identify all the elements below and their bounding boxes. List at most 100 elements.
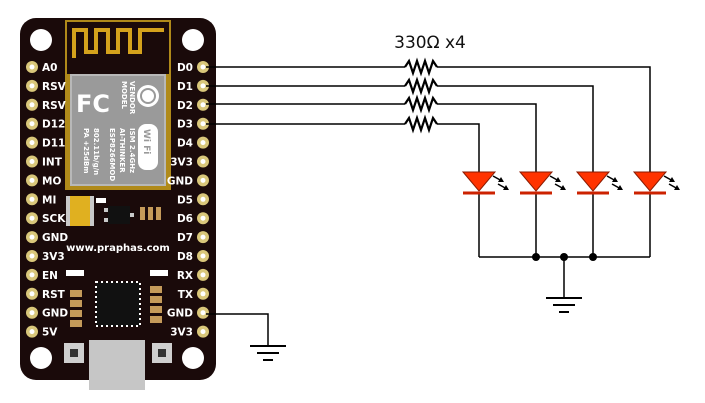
pin-label: 5V [42, 327, 58, 339]
pin-left-mo: MO [26, 174, 61, 187]
fc-logo-icon: FC [76, 90, 110, 118]
esp8266-module: FC MODEL VENDOR ESP8266MOD AI-THINKER IS… [65, 20, 171, 190]
led-icon [518, 171, 566, 195]
pin-label: D4 [177, 138, 193, 150]
ground-icon [250, 345, 286, 361]
wifi-logo-text: Wi Fi [141, 129, 151, 154]
pin-left-sck: SCK [26, 212, 66, 225]
nodemcu-board: FC MODEL VENDOR ESP8266MOD AI-THINKER IS… [20, 18, 216, 390]
resistor-smd-icon [156, 207, 161, 220]
pin-right-d5: D5 [177, 193, 209, 206]
pin-label: GND [42, 308, 68, 320]
module-power-text: PA +25dBm [82, 128, 90, 174]
pin-left-int: INT [26, 155, 63, 169]
led-icon [461, 171, 509, 195]
resistor-icon [404, 114, 438, 134]
pin-right-d7: D7 [177, 231, 209, 244]
resistor-icon [404, 94, 438, 114]
junction-dot [589, 253, 597, 261]
pin-label: D3 [177, 119, 193, 131]
ground-icon [546, 297, 582, 313]
pin-right-3v3: 3V3 [170, 155, 209, 169]
usb-connector-icon [89, 340, 145, 390]
resistor-icon [404, 57, 438, 77]
pin-label: TX [178, 289, 193, 301]
mounting-hole-icon [182, 347, 204, 369]
pin-label: GND [167, 308, 193, 320]
pin-left-mi: MI [26, 193, 56, 206]
resistor-group [404, 57, 438, 134]
module-part-text: ESP8266MOD [108, 128, 116, 181]
pin-right-d0: D0 [177, 61, 209, 74]
pin-label: D6 [177, 213, 193, 225]
board-url-text: www.praphas.com [66, 243, 170, 254]
pin-left-gnd: GND [26, 231, 68, 244]
pin-label: GND [42, 232, 68, 244]
module-standard-text: 802.11b/g/n [92, 128, 100, 175]
pin-label: D12 [42, 119, 65, 131]
pin-left-rst: RST [26, 287, 66, 301]
led-icon [575, 171, 623, 195]
pin-label: RX [177, 270, 193, 282]
pin-right-gnd: GND [167, 174, 209, 187]
fc-logo-text: FC [76, 90, 110, 118]
capacitor-icon [68, 196, 90, 226]
pin-label: 3V3 [170, 157, 193, 169]
right-smd-stack-icon [150, 286, 162, 323]
pin-right-tx: TX [178, 287, 209, 301]
pin-left-en: EN [26, 268, 58, 282]
led-group [461, 171, 680, 195]
wire-d1-led3 [437, 85, 594, 176]
pin-left-d11: D11 [26, 136, 65, 150]
pin-left-gnd: GND [26, 306, 68, 320]
pin-right-d1: D1 [177, 79, 209, 93]
pin-left-3v3: 3V3 [26, 250, 65, 263]
mounting-hole-icon [182, 29, 204, 51]
left-smd-stack-icon [70, 290, 82, 327]
led-smd-icon [96, 198, 106, 203]
pin-label: D2 [177, 100, 193, 112]
pin-right-3v3: 3V3 [170, 325, 209, 339]
resistor-icon [404, 76, 438, 96]
pin-right-d8: D8 [177, 250, 209, 263]
pin-label: INT [42, 157, 63, 169]
module-vendor-text: VENDOR [128, 81, 136, 115]
led-icon [632, 171, 680, 195]
resistor-label: 330Ω x4 [394, 33, 466, 53]
wire-board-gnd [206, 313, 269, 346]
pin-right-d3: D3 [177, 117, 209, 131]
pin-label: RSV [42, 81, 67, 93]
pin-right-d2: D2 [177, 98, 209, 112]
pin-label: D1 [177, 81, 193, 93]
pin-label: EN [42, 270, 58, 282]
wire-d3-led1 [437, 123, 480, 176]
pin-label: 3V3 [42, 251, 65, 263]
antenna-trace-icon [72, 28, 164, 58]
pin-label: GND [167, 175, 193, 187]
pin-label: 3V3 [170, 327, 193, 339]
transistor-icon [108, 206, 130, 224]
pin-left-rsv: RSV [26, 79, 67, 93]
pin-left-a0: A0 [26, 61, 57, 74]
resistor-smd-icon [148, 207, 153, 220]
pin-label: MI [42, 194, 56, 206]
wire-d0-led4 [437, 66, 651, 176]
module-band-text: ISM 2.4GHz [128, 128, 136, 173]
junction-dot [560, 253, 568, 261]
junction-dot [532, 253, 540, 261]
pin-label: MO [42, 175, 61, 187]
pin-right-d4: D4 [177, 136, 209, 150]
wire-d2-led2 [437, 103, 537, 176]
pin-label: D5 [177, 194, 193, 206]
pin-right-rx: RX [177, 268, 209, 282]
pin-label: RSV [42, 100, 67, 112]
pin-right-gnd: GND [167, 306, 209, 320]
pin-label: RST [42, 289, 66, 301]
pin-label: A0 [42, 62, 57, 74]
pin-right-d6: D6 [177, 212, 209, 225]
pin-label: D7 [177, 232, 193, 244]
mounting-hole-icon [30, 347, 52, 369]
